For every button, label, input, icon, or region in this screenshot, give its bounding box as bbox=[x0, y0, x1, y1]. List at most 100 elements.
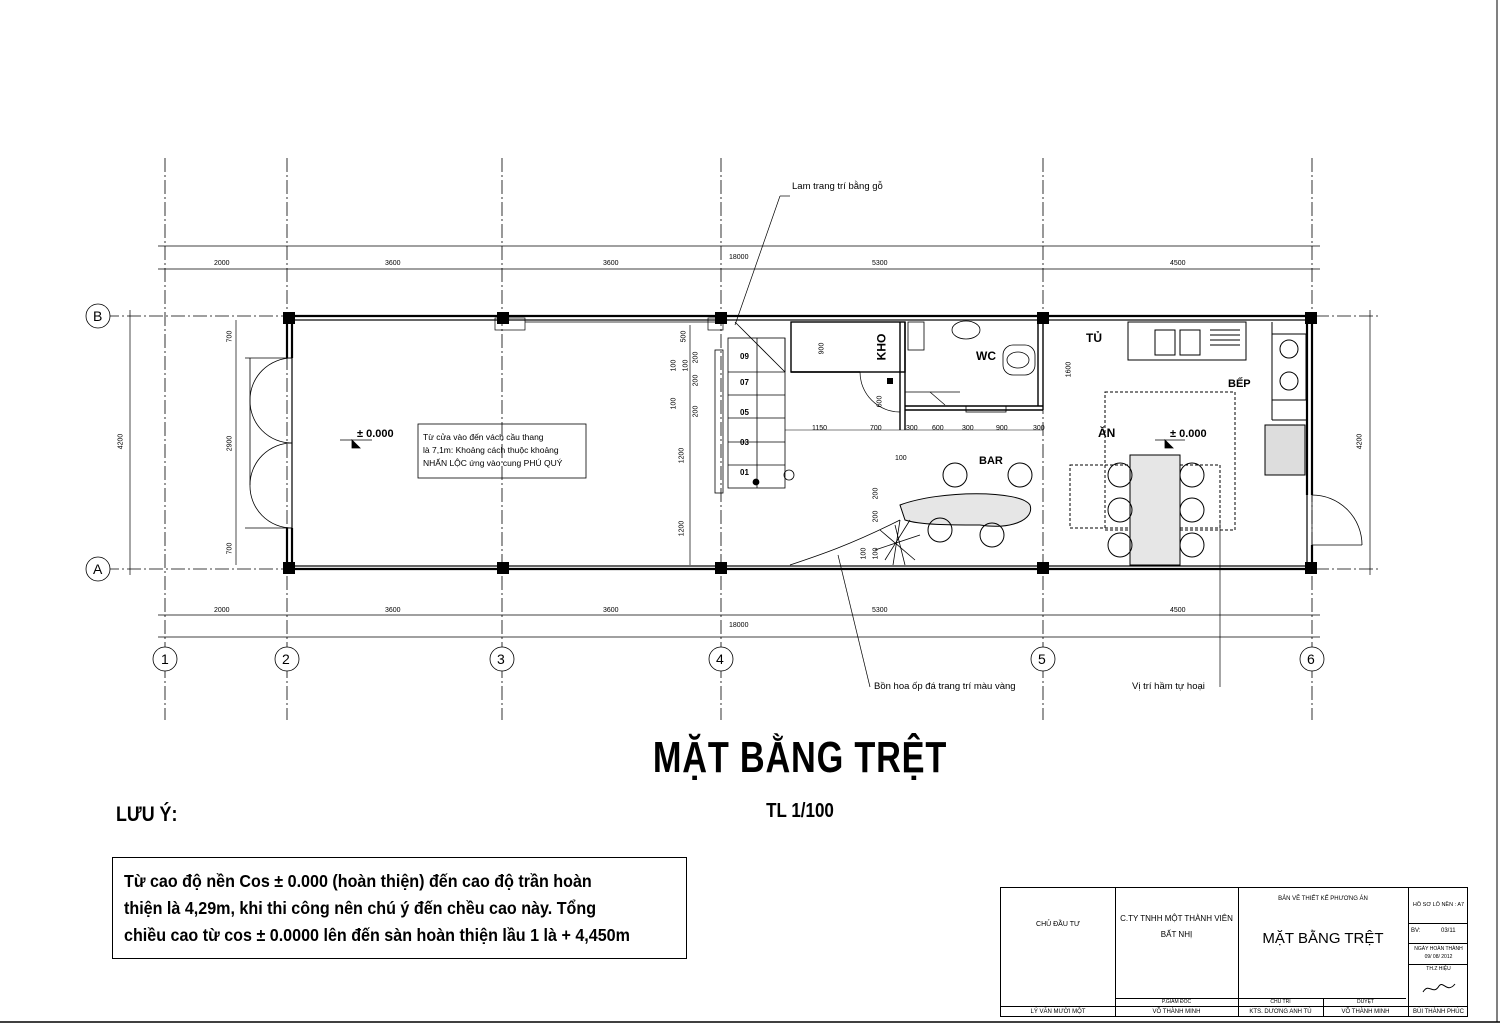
axis-label-6: 6 bbox=[1307, 651, 1315, 667]
dim-stair-9: 1200 bbox=[678, 520, 686, 537]
file-label: HỒ SƠ LÔ NỀN : A7 bbox=[1412, 902, 1465, 908]
axis-label-1: 1 bbox=[161, 651, 169, 667]
stair-step-07: 07 bbox=[740, 378, 749, 387]
dim-200-b: 200 bbox=[872, 510, 880, 523]
dim-top-2: 3600 bbox=[385, 260, 401, 267]
stair-step-05: 05 bbox=[740, 408, 749, 417]
dim-600: 600 bbox=[876, 395, 884, 408]
axis-bubbles bbox=[85, 303, 1325, 672]
room-wc: WC bbox=[976, 349, 996, 363]
room-tu: TỦ bbox=[1086, 331, 1102, 345]
inner-walls bbox=[785, 321, 1044, 431]
level-mark-right: ± 0.000 bbox=[1170, 428, 1207, 440]
staircase bbox=[714, 321, 795, 494]
callout-bon-hoa: Bồn hoa ốp đá trang trí màu vàng bbox=[874, 681, 1016, 692]
dim-bottom-2: 3600 bbox=[385, 607, 401, 614]
feng-shui-note-line: Từ cửa vào đến vách cầu thang bbox=[423, 432, 544, 442]
dim-wc-3: 300 bbox=[906, 425, 918, 432]
company-name: C.TY TNHH MỘT THÀNH VIÊN bbox=[1120, 914, 1233, 923]
dim-kho-900: 900 bbox=[818, 342, 826, 355]
owner-label: CHỦ ĐẦU TƯ bbox=[1036, 921, 1080, 928]
company-name-2: BẤT NHỊ bbox=[1160, 930, 1193, 939]
dim-wc-7: 300 bbox=[1033, 425, 1045, 432]
dim-1600: 1600 bbox=[1065, 361, 1073, 378]
room-bep: BẾP bbox=[1228, 378, 1251, 390]
callout-lam: Lam trang trí bằng gỗ bbox=[792, 181, 883, 192]
dim-stair-4: 100 bbox=[682, 359, 690, 372]
dim-bottom-3: 3600 bbox=[603, 607, 619, 614]
note-line: chiều cao từ cos ± 0.0000 lên đến sàn ho… bbox=[124, 925, 630, 945]
dim-side-left: 4200 bbox=[117, 433, 125, 450]
dining-table bbox=[1069, 391, 1236, 566]
feng-shui-note: Từ cửa vào đến vách cầu thang là 7,1m: K… bbox=[423, 431, 562, 470]
axis-label-a: A bbox=[93, 561, 103, 577]
dim-left-2: 2900 bbox=[226, 435, 234, 452]
columns bbox=[283, 312, 1317, 574]
dim-top-1: 2000 bbox=[214, 260, 230, 267]
room-kho: KHO bbox=[874, 333, 889, 361]
name-3: VÕ THÀNH MINH bbox=[1341, 1009, 1390, 1015]
dim-100-c: 100 bbox=[860, 547, 868, 560]
dim-stair-7: 200 bbox=[692, 405, 700, 418]
axis-label-b: B bbox=[93, 308, 103, 324]
name-1: VÕ THÀNH MINH bbox=[1152, 1009, 1201, 1015]
feng-shui-note-line: NHẤN LỘC ứng vào cung PHÚ QUÝ bbox=[423, 458, 563, 468]
feng-shui-note-line: là 7,1m: Khoảng cách thuộc khoảng bbox=[423, 445, 559, 455]
title-block: CHỦ ĐẦU TƯ C.TY TNHH MỘT THÀNH VIÊN BẤT … bbox=[1000, 887, 1468, 1017]
name-2: KTS. DƯƠNG ANH TÚ bbox=[1249, 1009, 1312, 1015]
date-label: NGÀY HOÀN THÀNH bbox=[1414, 946, 1463, 952]
dim-100-b: 100 bbox=[872, 547, 880, 560]
revised-label: TH.Z HIỆU bbox=[1426, 966, 1451, 972]
side-door bbox=[1311, 494, 1363, 546]
dim-stair-2: 200 bbox=[692, 351, 700, 364]
dim-100: 100 bbox=[895, 455, 907, 462]
drawing-title: MẶT BẰNG TRỆT bbox=[652, 733, 948, 782]
dim-top-3: 3600 bbox=[603, 260, 619, 267]
feng-shui-note-box bbox=[417, 423, 587, 479]
axis-label-4: 4 bbox=[716, 651, 724, 667]
plant-icon bbox=[874, 519, 921, 566]
dim-wc-6: 900 bbox=[996, 425, 1008, 432]
kitchen-counter bbox=[1127, 321, 1307, 476]
dim-stair-8: 1200 bbox=[678, 447, 686, 464]
dim-wc-5: 300 bbox=[962, 425, 974, 432]
name-4: BÙI THÀNH PHÚC bbox=[1413, 1009, 1464, 1015]
sheet-no-label: BV: bbox=[1411, 928, 1421, 934]
role-3: DUYỆT bbox=[1357, 999, 1374, 1005]
date: 09/ 08/ 2012 bbox=[1424, 954, 1453, 960]
dim-left-1: 700 bbox=[226, 330, 234, 343]
dim-wc-4: 600 bbox=[932, 425, 944, 432]
bar-counter bbox=[789, 462, 1033, 566]
sheet-title: MẶT BẰNG TRỆT bbox=[1262, 930, 1384, 947]
note-line: Từ cao độ nền Cos ± 0.000 (hoàn thiện) đ… bbox=[124, 871, 592, 891]
dim-stair-6: 100 bbox=[670, 397, 678, 410]
axis-label-5: 5 bbox=[1038, 651, 1046, 667]
dimension-lines-top bbox=[129, 245, 1371, 638]
stair-step-09: 09 bbox=[740, 352, 749, 361]
drawing-type: BẢN VẼ THIẾT KẾ PHƯƠNG ÁN bbox=[1278, 896, 1368, 902]
stair-step-03: 03 bbox=[740, 438, 749, 447]
dim-bottom-4: 5300 bbox=[872, 607, 888, 614]
dim-left-3: 700 bbox=[226, 542, 234, 555]
front-doors bbox=[245, 357, 293, 529]
name-owner: LÝ VĂN MƯỜI MỘT bbox=[1030, 1009, 1086, 1015]
dim-stair-5: 200 bbox=[692, 374, 700, 387]
dim-200-a: 200 bbox=[872, 487, 880, 500]
axis-label-2: 2 bbox=[282, 651, 290, 667]
dim-wc-1: 1150 bbox=[812, 425, 828, 432]
dim-top-4: 5300 bbox=[872, 260, 888, 267]
level-symbol bbox=[340, 439, 1185, 449]
dim-stair-1: 500 bbox=[680, 330, 688, 343]
dim-bottom-1: 2000 bbox=[214, 607, 230, 614]
dim-side-right: 4200 bbox=[1356, 433, 1364, 450]
role-2: CHỦ TRÌ bbox=[1270, 999, 1291, 1005]
dim-bottom-total: 18000 bbox=[729, 622, 749, 629]
sheet-no: 03/11 bbox=[1441, 928, 1456, 934]
room-bar: BAR bbox=[979, 455, 1003, 467]
note-box: Từ cao độ nền Cos ± 0.000 (hoàn thiện) đ… bbox=[112, 857, 687, 959]
note-line: thiện là 4,29m, khi thi công nên chú ý đ… bbox=[124, 898, 597, 918]
room-an: ĂN bbox=[1098, 426, 1116, 440]
axis-label-3: 3 bbox=[497, 651, 505, 667]
dim-stair-3: 100 bbox=[670, 359, 678, 372]
